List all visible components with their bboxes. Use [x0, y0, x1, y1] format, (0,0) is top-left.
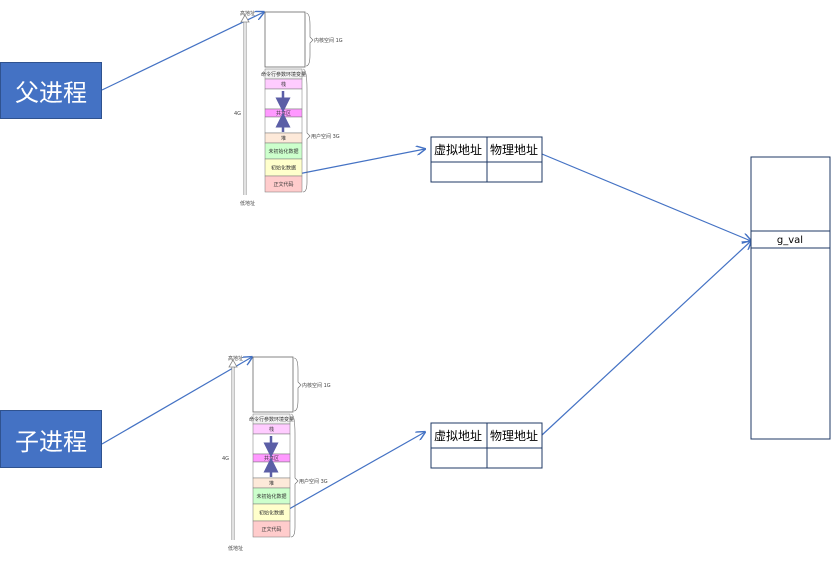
child-process-label: 子进程	[15, 427, 87, 456]
parent-table-physical-header: 物理地址	[490, 143, 538, 157]
parent-segment-8	[264, 175, 303, 193]
parent-kernel-space-label: 内核空间 1G	[314, 37, 343, 44]
g-val-cell	[750, 230, 831, 249]
parent-total-label: 4G	[234, 111, 241, 117]
child-kernel-space-label: 内核空间 1G	[302, 382, 331, 389]
child-segment-label-3: 共享区	[264, 455, 279, 462]
parent-segment-label-1: 栈	[281, 81, 286, 88]
child-high-addr-label: 高地址	[228, 355, 243, 362]
child-low-addr-label: 低地址	[228, 545, 243, 552]
parent-table-virtual-header: 虚拟地址	[434, 143, 482, 157]
child-kernel-brace	[293, 357, 302, 412]
child-axis-arrowhead	[228, 359, 238, 368]
connectors-layer	[101, 12, 751, 514]
child-kernel-block	[252, 356, 294, 413]
parent-page-table: 虚拟地址物理地址	[430, 136, 543, 183]
child-segment-label-5: 堆	[269, 480, 274, 487]
parent-axis-arrowhead	[240, 14, 250, 23]
child-user-space-label: 用户空间 3G	[299, 478, 328, 485]
parent-to-aspace-arrow	[101, 12, 264, 91]
child-segment-label-0: 命令行参数环境变量	[249, 416, 294, 423]
child-segment-label-7: 初始化数据	[259, 510, 284, 517]
child-page-table: 虚拟地址物理地址	[430, 422, 543, 469]
child-segment-8	[252, 520, 291, 538]
parent-kernel-brace	[305, 12, 314, 67]
parent-segment-label-0: 命令行参数环境变量	[261, 71, 306, 78]
child-segment-label-6: 未初始化数据	[256, 493, 286, 500]
child-table-physical-header: 物理地址	[490, 429, 538, 443]
parent-process-box: 父进程	[0, 62, 102, 119]
child-process-box: 子进程	[0, 410, 102, 468]
child-table-virtual-header: 虚拟地址	[434, 429, 482, 443]
parent-segment-label-6: 未初始化数据	[268, 148, 298, 155]
g-val-label: g_val	[777, 235, 803, 246]
parent-segment-label-8: 正文代码	[273, 181, 293, 188]
parent-user-brace	[302, 68, 311, 193]
parent-kernel-block	[264, 11, 306, 68]
child-table-to-memory-arrow	[541, 241, 751, 436]
child-segment-label-1: 栈	[269, 426, 274, 433]
parent-table-to-memory-arrow	[541, 153, 751, 241]
parent-low-addr-label: 低地址	[240, 200, 255, 207]
child-segment-label-8: 正文代码	[261, 526, 281, 533]
parent-user-space-label: 用户空间 3G	[311, 133, 340, 140]
parent-high-addr-label: 高地址	[240, 10, 255, 17]
parent-process-label: 父进程	[15, 79, 87, 107]
parent-segment-label-7: 初始化数据	[271, 165, 296, 172]
child-user-brace	[290, 413, 299, 538]
child-total-label: 4G	[222, 456, 229, 462]
child-to-aspace-arrow	[101, 357, 252, 445]
child-data-to-table-arrow	[281, 432, 425, 514]
parent-segment-label-5: 堆	[281, 135, 286, 142]
parent-data-to-table-arrow	[297, 149, 425, 175]
physical-memory: g_val	[750, 156, 831, 440]
memory-block	[750, 156, 831, 440]
parent-segment-label-3: 共享区	[276, 110, 291, 117]
